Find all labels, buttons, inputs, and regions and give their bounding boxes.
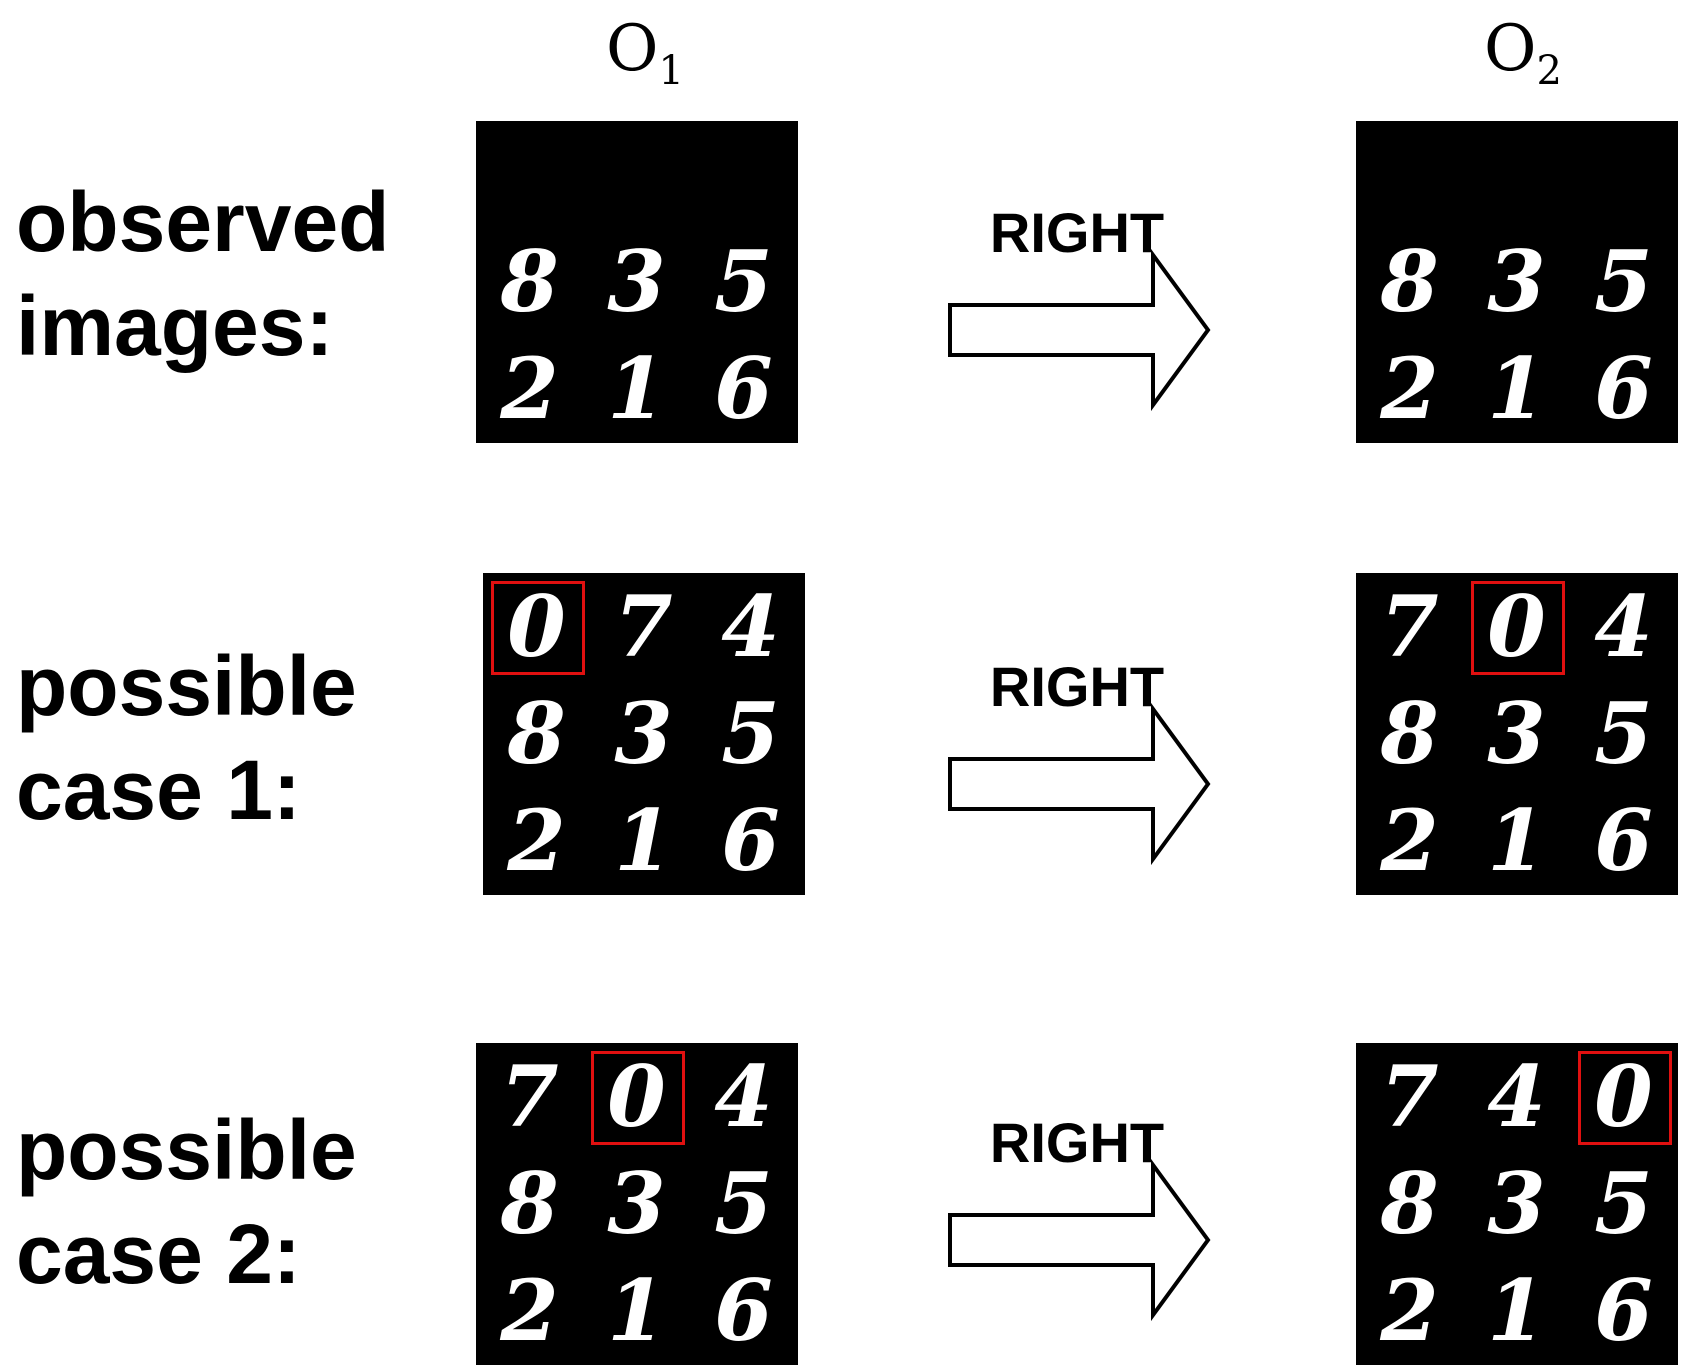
digit-cell: 4 xyxy=(721,576,780,676)
digit-cell: 5 xyxy=(721,683,780,783)
digit-cell: 6 xyxy=(721,790,780,890)
digit-cell: 7 xyxy=(500,1046,559,1146)
digit-cell: 0 xyxy=(507,576,566,676)
digit-cell: 1 xyxy=(607,1260,666,1360)
row-label-line2: case 1: xyxy=(16,743,301,837)
highlight-box xyxy=(1578,1051,1672,1145)
right-arrow-icon xyxy=(948,702,1211,866)
digit-cell: 8 xyxy=(1380,1153,1439,1253)
digit-cell: 8 xyxy=(500,231,559,331)
digit-cell: 6 xyxy=(1594,1260,1653,1360)
digit-cell: 1 xyxy=(1487,338,1546,438)
digit-cell: 6 xyxy=(714,1260,773,1360)
digit-cell: 5 xyxy=(714,231,773,331)
row-label-case1: possible case 1: xyxy=(16,634,357,842)
action-label: RIGHT xyxy=(989,201,1165,264)
digit-cell: 0 xyxy=(1487,576,1546,676)
column-title-o2: O2 xyxy=(1484,12,1562,94)
row-label-line1: observed xyxy=(16,175,390,269)
column-title-o1-sub: 1 xyxy=(658,47,684,94)
digit-cell: 1 xyxy=(1487,790,1546,890)
digit-cell: 2 xyxy=(500,338,559,438)
digit-cell: 3 xyxy=(1487,231,1546,331)
digit-cell: 7 xyxy=(1380,576,1439,676)
column-title-o1-base: O xyxy=(606,12,659,86)
digit-cell: 6 xyxy=(714,338,773,438)
digit-cell: 2 xyxy=(1380,1260,1439,1360)
right-arrow-icon xyxy=(948,1158,1211,1322)
digit-cell: 5 xyxy=(1594,231,1653,331)
digit-cell: 4 xyxy=(1487,1046,1546,1146)
digit-cell: 5 xyxy=(714,1153,773,1253)
digit-cell: 3 xyxy=(614,683,673,783)
digit-cell: 0 xyxy=(1594,1046,1653,1146)
column-title-o2-sub: 2 xyxy=(1536,47,1562,94)
action-label: RIGHT xyxy=(989,1111,1165,1174)
action-label: RIGHT xyxy=(989,655,1165,718)
digit-cell: 3 xyxy=(1487,683,1546,783)
highlight-box xyxy=(1471,581,1565,675)
row-label-line2: case 2: xyxy=(16,1207,301,1301)
right-arrow-icon xyxy=(948,248,1211,412)
digit-cell: 8 xyxy=(1380,683,1439,783)
digit-cell: 6 xyxy=(1594,338,1653,438)
column-title-o2-base: O xyxy=(1484,12,1537,86)
digit-cell: 3 xyxy=(607,231,666,331)
action-arrow-observed: RIGHT xyxy=(940,200,1214,420)
digit-cell: 3 xyxy=(607,1153,666,1253)
digit-cell: 1 xyxy=(1487,1260,1546,1360)
row-label-line1: possible xyxy=(16,1103,357,1197)
digit-cell: 4 xyxy=(714,1046,773,1146)
action-arrow-case1: RIGHT xyxy=(940,654,1214,874)
digit-cell: 2 xyxy=(500,1260,559,1360)
digit-cell: 5 xyxy=(1594,1153,1653,1253)
digit-cell: 4 xyxy=(1594,576,1653,676)
digit-cell: 8 xyxy=(507,683,566,783)
digit-cell: 0 xyxy=(607,1046,666,1146)
row-label-case2: possible case 2: xyxy=(16,1098,357,1306)
digit-cell: 2 xyxy=(1380,338,1439,438)
highlight-box xyxy=(591,1051,685,1145)
digit-cell: 1 xyxy=(614,790,673,890)
digit-cell: 7 xyxy=(614,576,673,676)
digit-cell: 3 xyxy=(1487,1153,1546,1253)
row-label-line2: images: xyxy=(16,279,334,373)
digit-cell: 2 xyxy=(1380,790,1439,890)
digit-cell: 5 xyxy=(1594,683,1653,783)
digit-cell: 2 xyxy=(507,790,566,890)
digit-cell: 8 xyxy=(500,1153,559,1253)
row-label-observed: observed images: xyxy=(16,170,390,378)
digit-cell: 7 xyxy=(1380,1046,1439,1146)
digit-cell: 6 xyxy=(1594,790,1653,890)
row-label-line1: possible xyxy=(16,639,357,733)
action-arrow-case2: RIGHT xyxy=(940,1110,1214,1330)
digit-cell: 8 xyxy=(1380,231,1439,331)
digit-cell: 1 xyxy=(607,338,666,438)
highlight-box xyxy=(491,581,585,675)
column-title-o1: O1 xyxy=(606,12,684,94)
